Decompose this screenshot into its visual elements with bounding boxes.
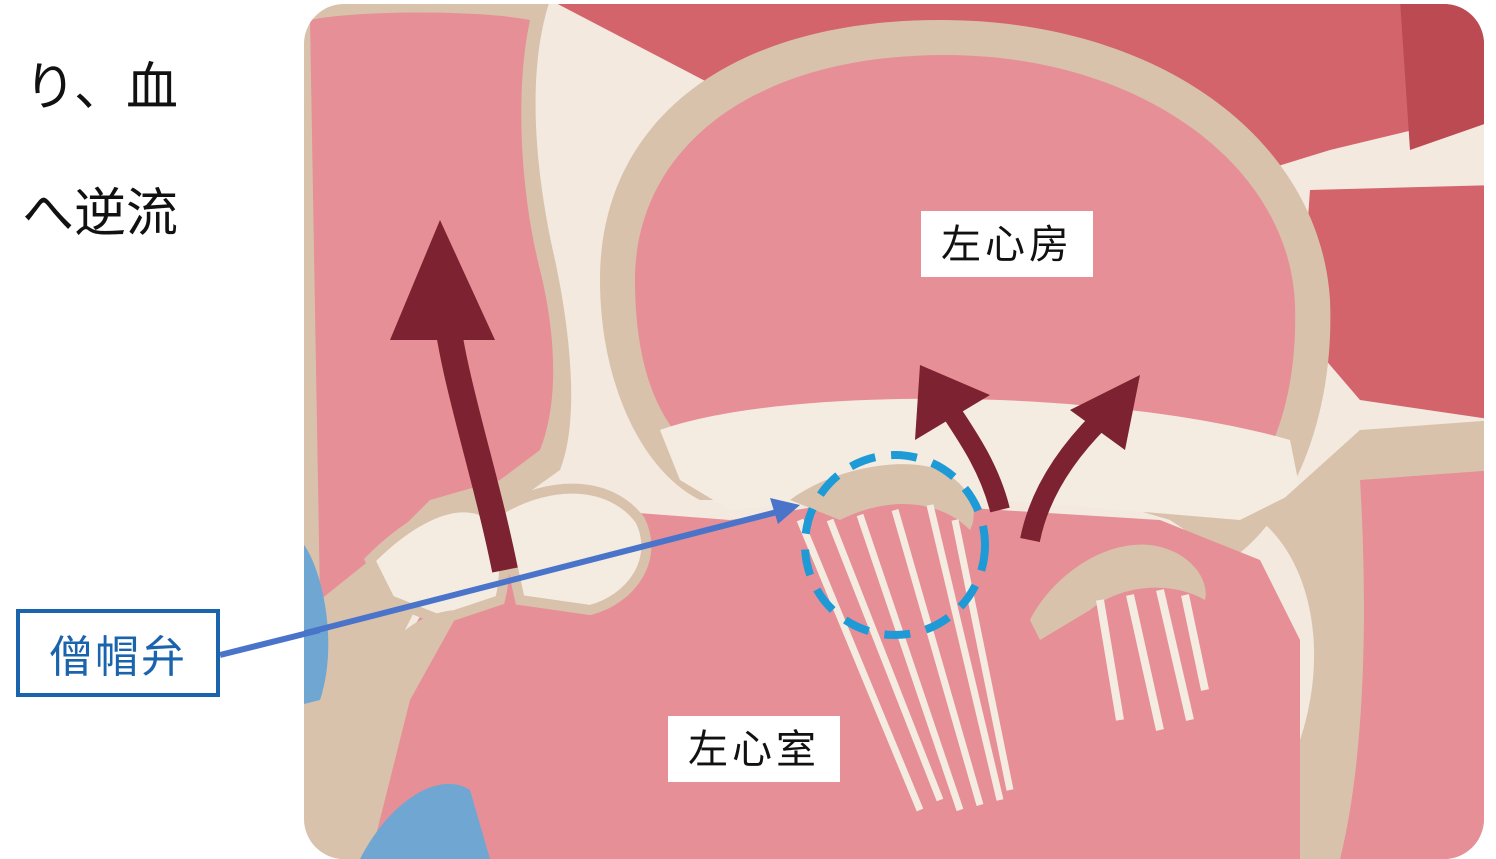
label-left-ventricle: 左心室 <box>668 716 840 782</box>
label-mitral-valve: 僧帽弁 <box>16 609 220 697</box>
heart-illustration <box>300 0 1496 859</box>
label-left-atrium: 左心房 <box>921 211 1093 277</box>
right-chamber-pink <box>1340 470 1496 859</box>
callout-pointer-outer <box>0 0 320 859</box>
